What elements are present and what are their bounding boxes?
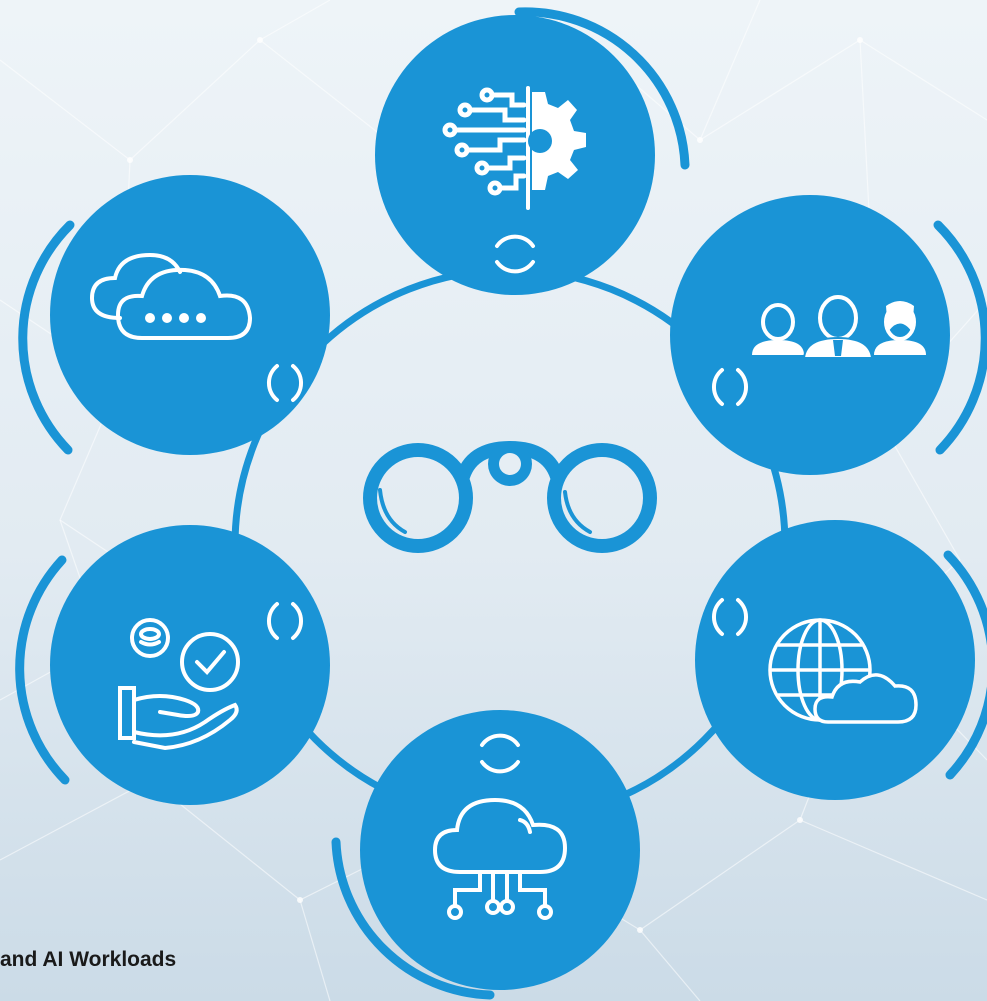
globe-cloud-icon [768, 618, 918, 724]
hand-coin-check-icon [118, 618, 240, 751]
node-top [375, 15, 655, 295]
team-people-icon [752, 295, 926, 359]
node-top-left [50, 175, 330, 455]
ai-chip-gear-icon [442, 86, 530, 210]
node-bottom-right [695, 520, 975, 800]
cloud-chat-icon [89, 252, 253, 340]
node-bottom [360, 710, 640, 990]
binoculars-icon [363, 440, 657, 553]
node-bottom-left [50, 525, 330, 805]
gear-half-icon [528, 92, 586, 190]
diagram-caption: and AI Workloads [0, 948, 177, 971]
node-top-right [670, 195, 950, 475]
outer-arcs [15, 7, 987, 1000]
cloud-network-icon [432, 797, 568, 920]
